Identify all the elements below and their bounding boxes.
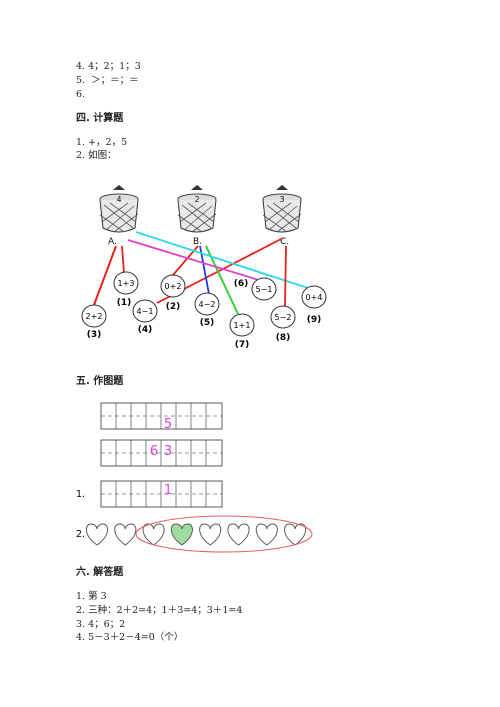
section-6-line-1: 1. 第 3 (76, 591, 107, 602)
line-item3-a (93, 245, 117, 306)
item-8-expr: 5−2 (275, 313, 292, 322)
basket-b-number: 2 (194, 195, 199, 204)
section-6-line-2: 2. 三种：2＋2=4；1＋3=4；3＋1=4 (76, 605, 243, 616)
answer-line-4: 4. 4；2；1；3 (76, 61, 141, 72)
grid-row-2: 6 3 (100, 439, 223, 467)
line-item9-a-cyan (135, 231, 309, 289)
item-6-index: (6) (234, 279, 249, 289)
connecting-lines (93, 231, 309, 315)
item-6: 5−1 (6) (234, 277, 277, 301)
item-5-index: (5) (200, 318, 215, 328)
basket-c: 3 C. (262, 185, 302, 247)
basket-a-letter: A. (108, 237, 117, 247)
hearts-row (86, 523, 307, 546)
heart (199, 523, 222, 546)
item-8-index: (8) (276, 333, 291, 343)
item-7-expr: 1+1 (234, 321, 251, 330)
heart (255, 523, 278, 546)
section-6-line-4: 4. 5－3＋2－4=0（个） (76, 632, 184, 643)
grid-row-3: 1 (100, 480, 223, 508)
item-2-index: (2) (166, 302, 181, 312)
section-5-label-1: 1. (76, 489, 85, 500)
item-3: 2+2 (3) (81, 304, 107, 340)
section-4-line-2: 2. 如图： (76, 150, 117, 161)
item-9-expr: 0+4 (306, 293, 323, 302)
item-7: 1+1 (7) (229, 313, 255, 350)
grid-1-digit: 5 (164, 417, 172, 432)
item-9-index: (9) (307, 315, 322, 325)
item-4-expr: 4−1 (137, 307, 154, 316)
section-6-title: 六. 解答题 (76, 567, 124, 578)
section-5-label-2: 2. (76, 529, 85, 540)
item-6-expr: 5−1 (256, 285, 273, 294)
item-1-expr: 1+3 (118, 279, 135, 288)
item-5-expr: 4−2 (199, 300, 216, 309)
basket-b-letter: B. (193, 237, 202, 247)
section-5-title: 五. 作图题 (76, 376, 124, 387)
heart (142, 523, 165, 546)
line-item1-a (121, 245, 125, 274)
item-1-index: (1) (117, 298, 132, 308)
grid-2-digit-b: 3 (164, 444, 172, 459)
section-4-title: 四. 计算题 (76, 113, 124, 124)
basket-a: 4 A. (99, 185, 139, 247)
line-item8-c (284, 245, 287, 307)
answer-line-5: 5. ＞；＝；＝ (76, 75, 139, 86)
heart (114, 523, 137, 546)
item-8: 5−2 (8) (270, 305, 296, 343)
section-6-line-3: 3. 4；6；2 (76, 619, 126, 630)
basket-c-number: 3 (279, 195, 284, 204)
item-4-index: (4) (138, 325, 153, 335)
answer-line-6: 6. (76, 89, 86, 100)
heart (86, 523, 108, 546)
basket-c-letter: C. (280, 237, 289, 247)
item-3-expr: 2+2 (86, 312, 103, 321)
grid-3-digit: 1 (164, 483, 172, 498)
item-4: 4−1 (4) (132, 299, 158, 335)
grid-2-digit-a: 6 (150, 444, 158, 459)
item-7-index: (7) (235, 340, 250, 350)
basket-a-number: 4 (116, 195, 121, 204)
line-item6-a-magenta (127, 239, 263, 282)
heart-filled (170, 523, 193, 546)
heart (227, 523, 250, 546)
item-5: 4−2 (5) (194, 292, 220, 328)
basket-b: 2 B. (177, 185, 217, 247)
item-1: 1+3 (1) (113, 271, 139, 308)
item-2: 0+2 (2) (160, 274, 186, 312)
item-9: 0+4 (9) (301, 285, 327, 325)
section-4-line-1: 1. +，2，5 (76, 137, 128, 148)
item-2-expr: 0+2 (165, 282, 182, 291)
grid-row-1: 5 (100, 402, 223, 432)
grouping-ellipse (135, 515, 313, 553)
item-3-index: (3) (87, 330, 102, 340)
